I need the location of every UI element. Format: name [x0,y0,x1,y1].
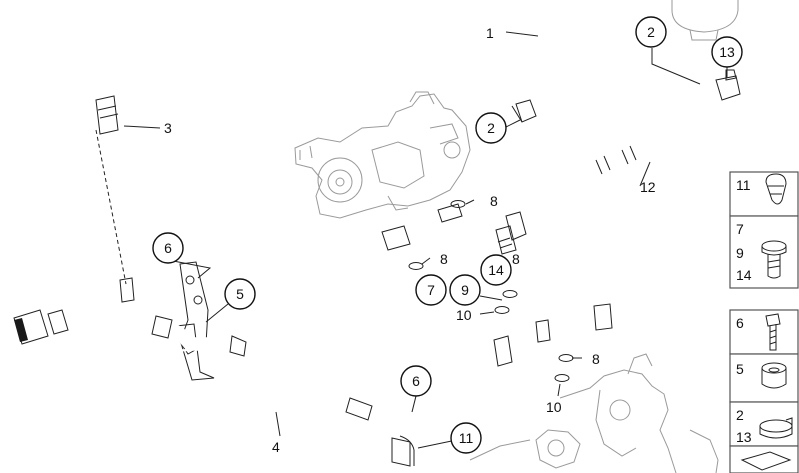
callout-8-right: 8 [512,251,520,267]
callout-6-upper: 6 [164,240,172,256]
callout-11: 11 [459,430,474,446]
parts-index-panel-7-9-14: 7 9 14 [729,215,799,289]
clip-icon [765,173,787,205]
callout-4: 4 [272,439,280,455]
index-label-14: 14 [736,267,752,283]
callout-2-upper-circle: 2 [635,16,667,48]
callout-10-upper: 10 [456,307,472,323]
callout-5-circle: 5 [224,278,256,310]
parts-index-panel-5: 5 [729,353,799,403]
parts-index-footer [729,445,799,473]
index-label-2: 2 [736,407,744,423]
callout-2-lower: 2 [487,120,495,136]
callout-14: 14 [488,262,504,278]
callout-11-circle: 11 [450,422,482,454]
callout-10-lower: 10 [546,399,562,415]
callout-14-circle: 14 [480,254,512,286]
callout-9: 9 [461,282,469,298]
hose-part-3 [89,69,463,285]
callout-6-lower-circle: 6 [400,365,432,397]
index-label-7: 7 [736,221,744,237]
hose-part-1 [511,0,648,123]
callout-7: 7 [427,282,435,298]
sealing-rings [408,200,574,382]
callout-12: 12 [640,179,656,195]
index-label-5: 5 [736,361,744,377]
callout-6-upper-circle: 6 [152,232,184,264]
callout-3: 3 [164,120,172,136]
index-label-6: 6 [736,315,744,331]
callout-13-circle: 13 [711,36,743,68]
callout-8-left: 8 [440,251,448,267]
hose-part-4 [13,277,602,467]
callout-2-upper: 2 [647,24,655,40]
index-label-11: 11 [736,177,751,193]
callout-6-lower: 6 [412,373,420,389]
index-label-13: 13 [736,429,752,445]
reservoir [671,0,739,41]
hose-clamp-icon [759,417,793,439]
callout-13: 13 [719,44,735,60]
callout-2-lower-circle: 2 [475,112,507,144]
power-steering-pump [294,91,471,219]
callout-8-top: 8 [490,193,498,209]
parts-index-panel-2-13: 2 13 [729,401,799,447]
callout-9-circle: 9 [449,274,481,306]
callout-8-lower: 8 [592,351,600,367]
callout-7-circle: 7 [415,274,447,306]
hollow-bolt-icon [761,240,787,279]
index-label-9: 9 [736,245,744,261]
hose-part-12 [495,69,741,255]
callout-5: 5 [236,286,244,302]
nut-icon [761,362,787,389]
hose-part-14-group [493,255,669,367]
screw-icon [765,313,781,351]
callout-1: 1 [486,25,494,41]
parts-index-panel-6: 6 [729,309,799,355]
parts-index-panel-11: 11 [729,171,799,217]
steering-gear [469,353,719,473]
